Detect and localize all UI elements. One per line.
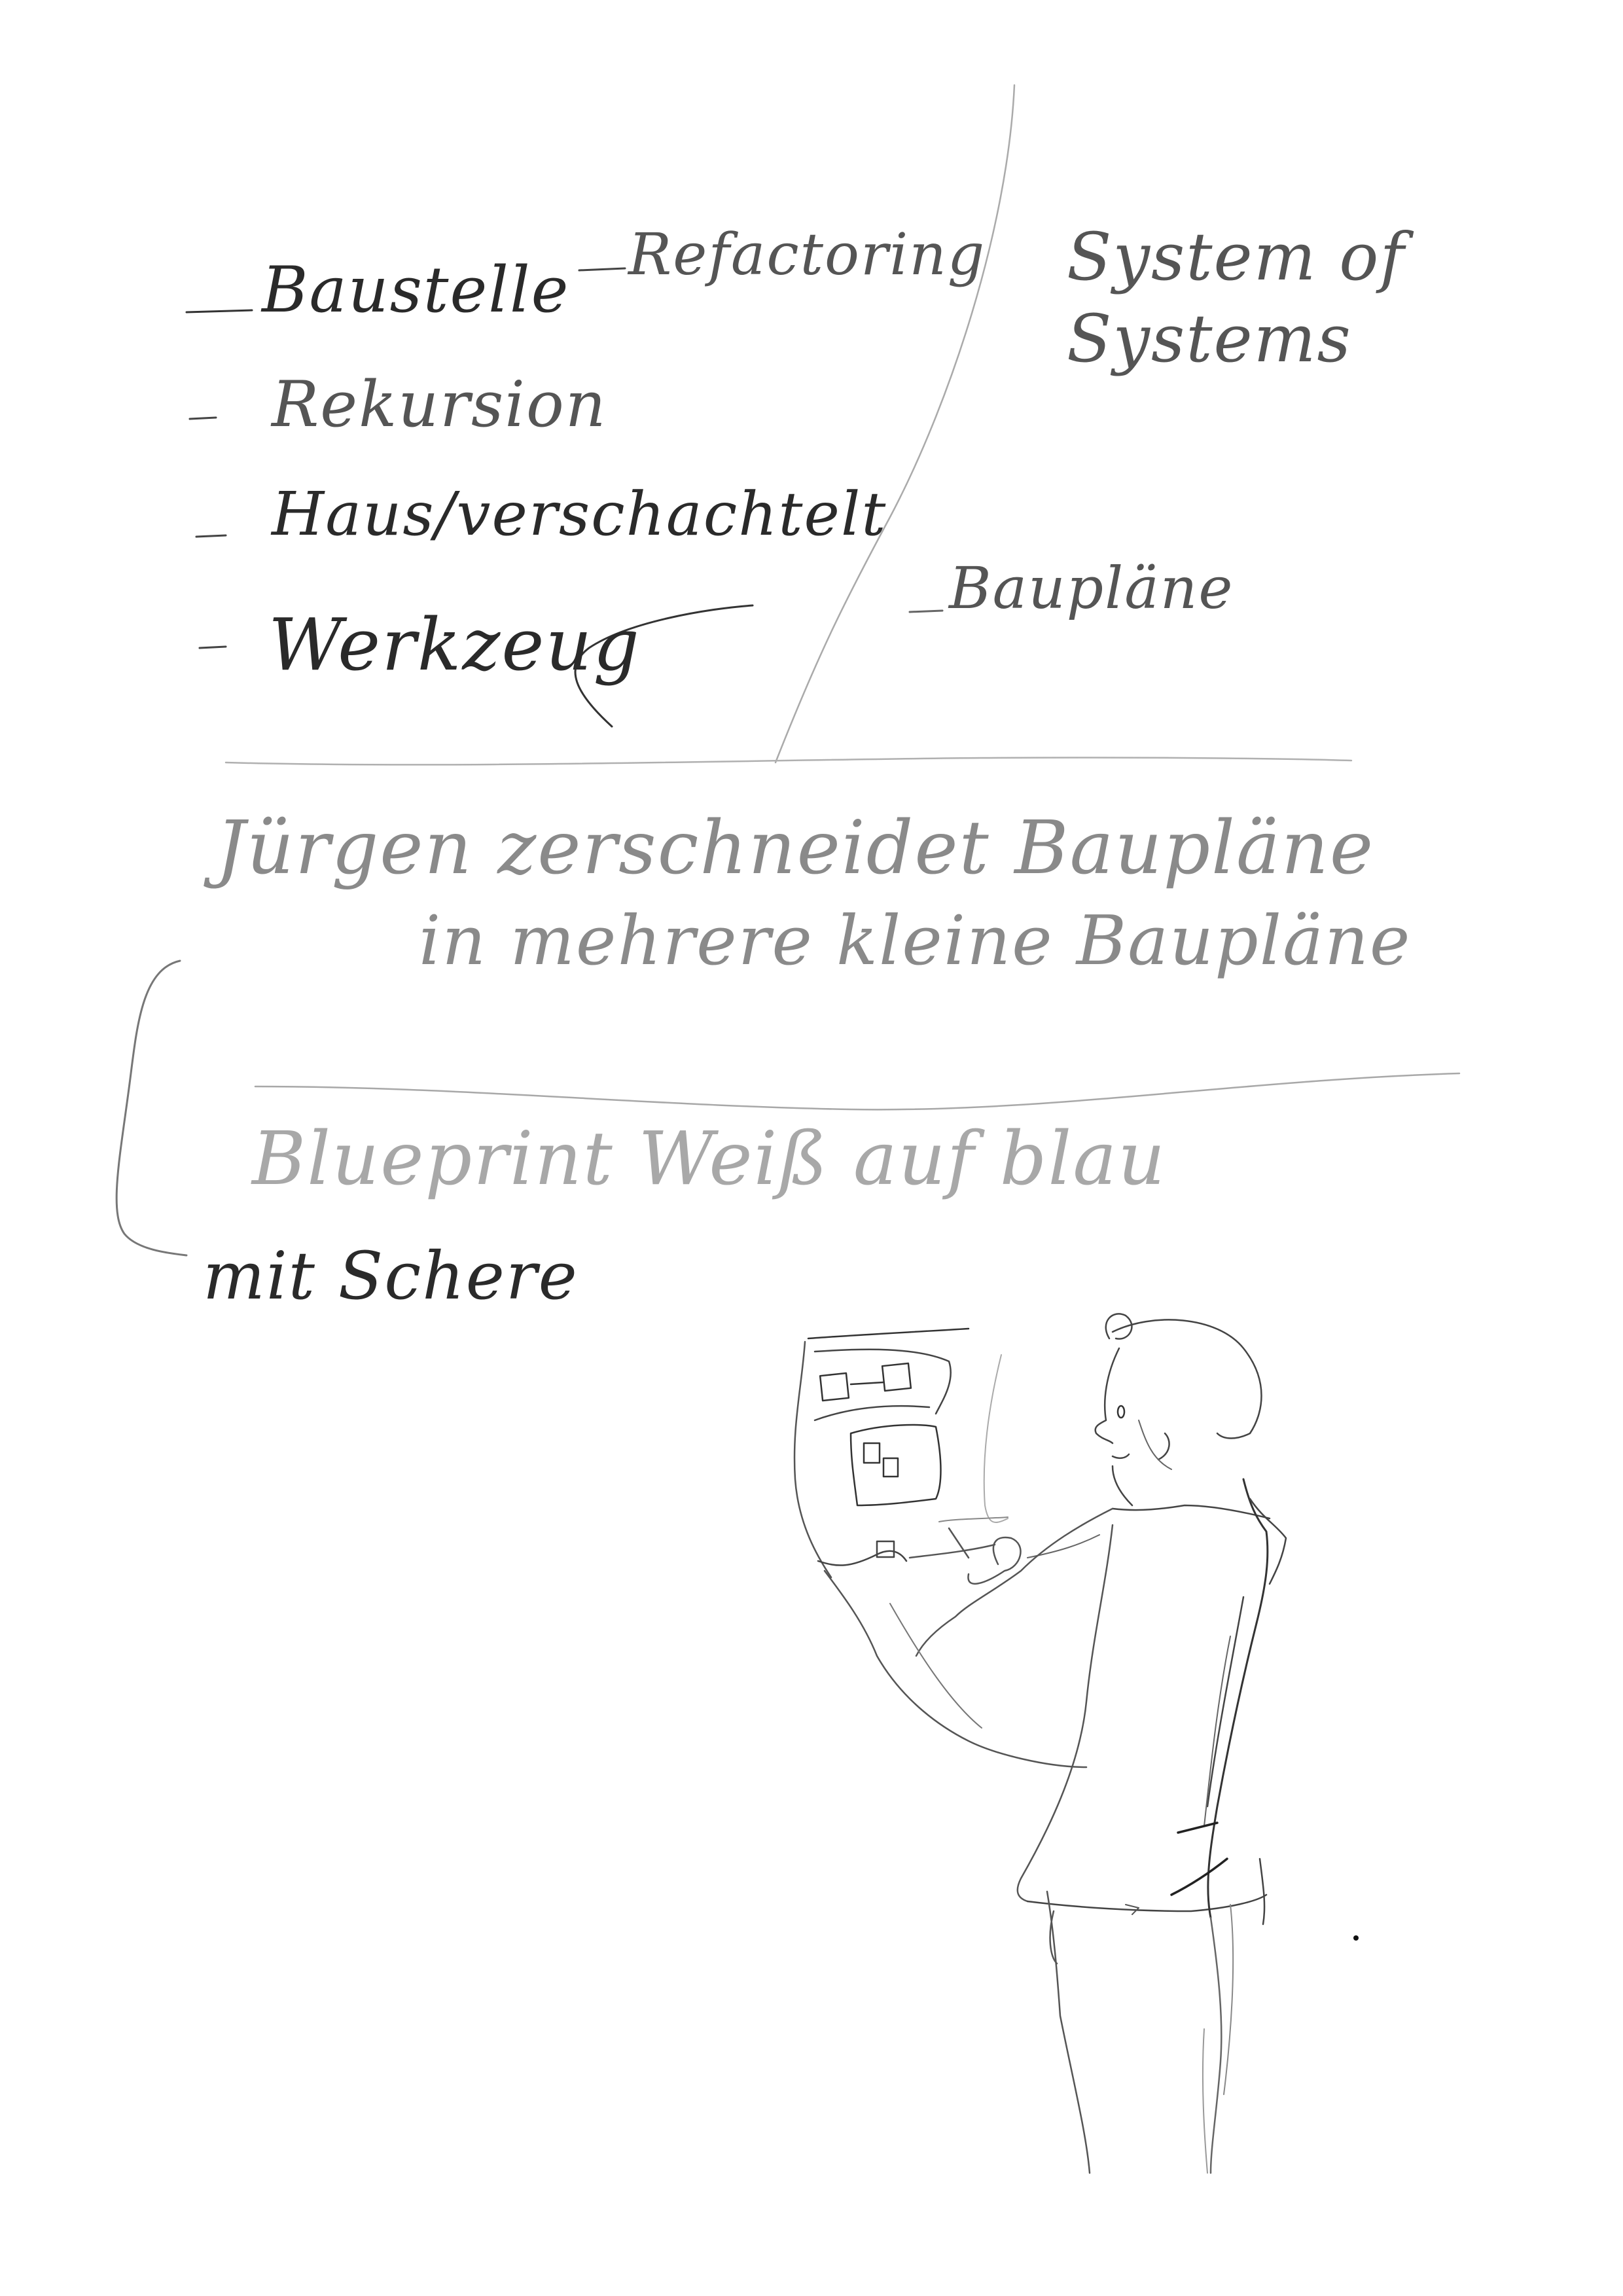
dash-2: [578, 267, 626, 272]
note-juergen-line2: in mehrere kleine Baupläne: [419, 901, 1412, 980]
note-refactoring: Refactoring: [628, 221, 986, 288]
note-blueprint: Blueprint Weiß auf blau: [252, 1117, 1167, 1202]
diagonal-divider: [774, 84, 1016, 764]
dash-5: [198, 645, 227, 649]
note-werkzeug: Werkzeug: [268, 603, 641, 687]
note-rekursion: Rekursion: [272, 368, 607, 441]
left-bracket: [115, 960, 188, 1257]
horizontal-divider-1: [224, 757, 1353, 766]
dash-4: [195, 534, 227, 538]
dash-3: [188, 416, 217, 420]
dash-6: [908, 609, 944, 613]
note-mit-schere: mit Schere: [203, 1238, 579, 1314]
dash-1: [185, 309, 253, 314]
note-baustelle: Baustelle: [262, 253, 570, 327]
note-haus-verschachtelt: Haus/verschachtelt: [272, 479, 887, 549]
note-system-of-systems: System of Systems: [1067, 219, 1406, 377]
note-juergen-line1: Jürgen zerschneidet Baupläne: [216, 806, 1375, 891]
werkzeug-tail: [574, 604, 754, 728]
note-bauplaene: Baupläne: [949, 554, 1234, 622]
horizontal-divider-2: [254, 1072, 1461, 1111]
